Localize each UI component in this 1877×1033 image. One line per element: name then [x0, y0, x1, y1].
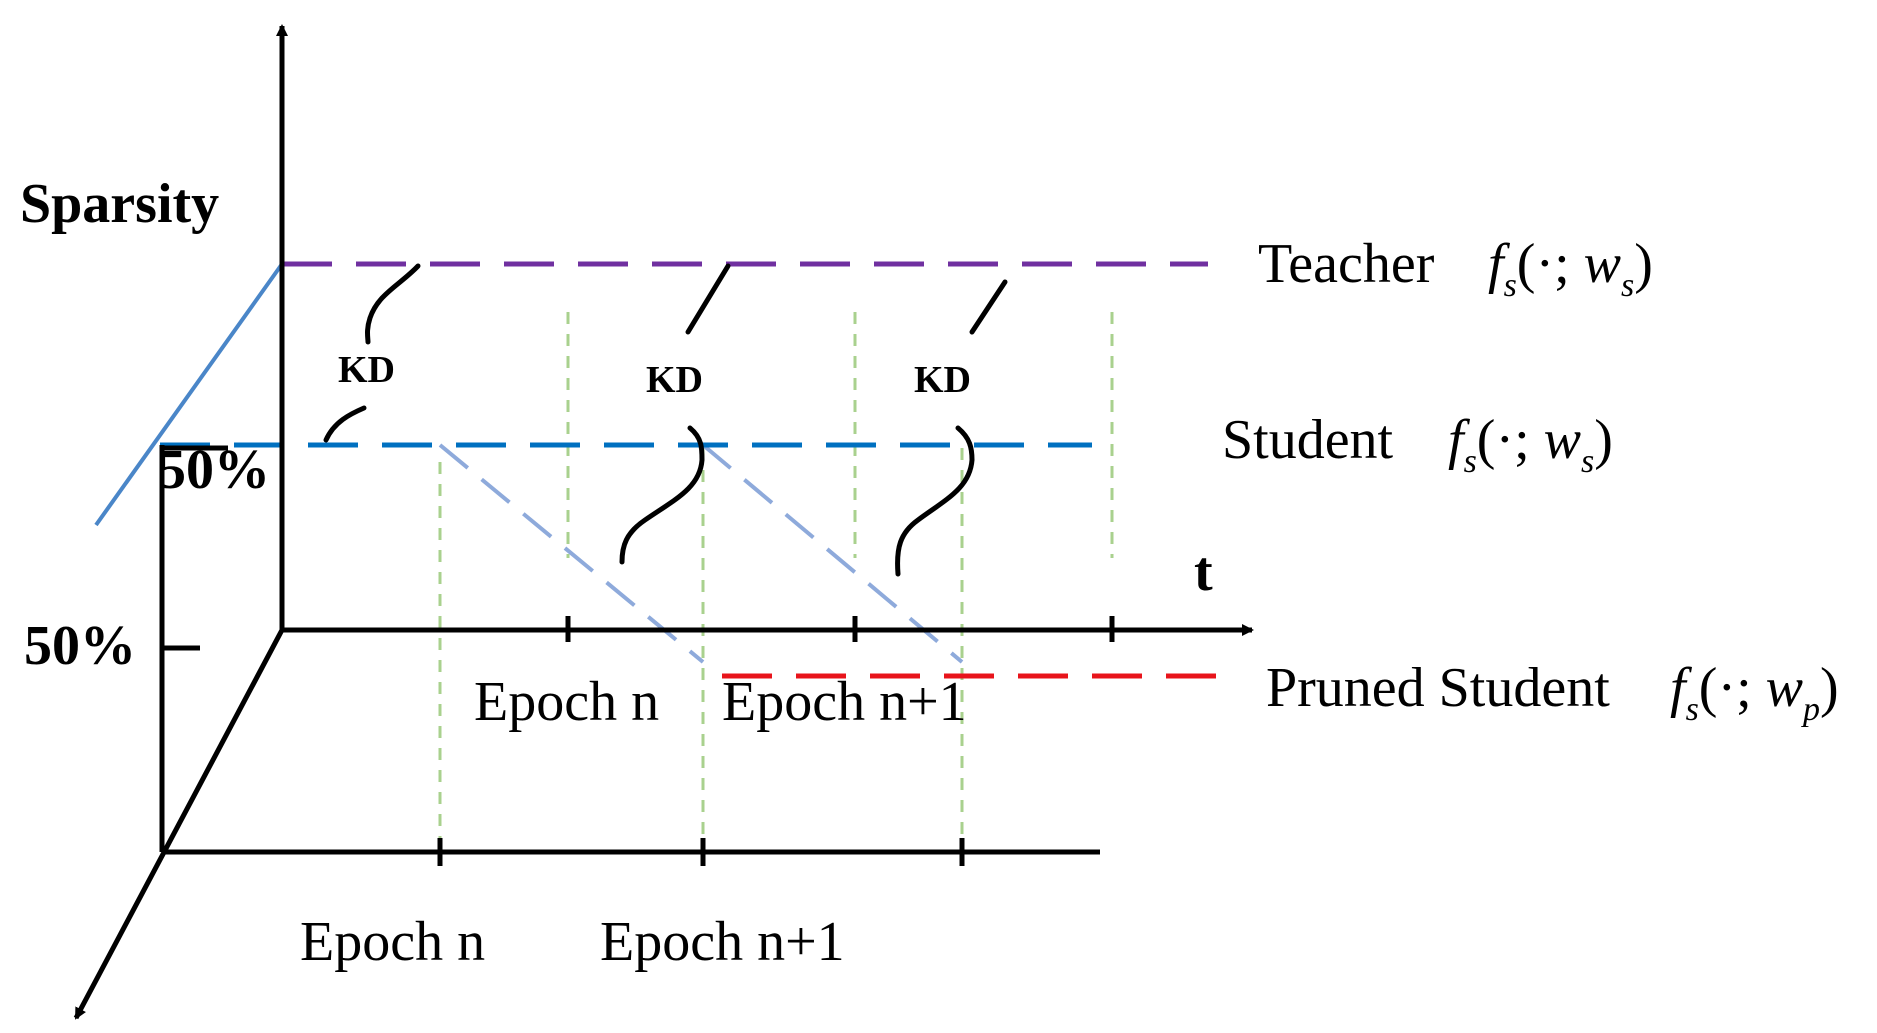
pruning-diagonal-1: [438, 443, 705, 664]
depth-axis: [73, 628, 285, 1020]
legend-pruned-student: Pruned Student fs(·; wp): [1266, 657, 1839, 728]
kd-label-1: KD: [338, 349, 395, 391]
sparsity-axis-label: Sparsity: [20, 173, 219, 235]
pruning-diagonals: [438, 443, 964, 664]
sparsity-depth-line: [94, 262, 284, 527]
legend-student-formula: fs(·; ws): [1448, 409, 1613, 480]
epoch-label-lower-n1: Epoch n+1: [600, 911, 845, 973]
epoch-label-upper-n: Epoch n: [474, 671, 659, 733]
epoch-label-lower-n: Epoch n: [300, 911, 485, 973]
kd-label-2: KD: [646, 359, 703, 401]
kd-connector-3-top: [969, 279, 1008, 335]
legend-teacher-name: Teacher: [1258, 233, 1435, 295]
kd-connector-2-top: [685, 263, 731, 335]
pruning-diagonal-2: [701, 443, 964, 664]
legend-pruned-formula: fs(·; wp): [1670, 657, 1839, 728]
kd-connector-2-bottom: [619, 425, 705, 565]
kd-connectors: [323, 263, 1008, 577]
tick-label-lower-50: 50%: [24, 615, 136, 677]
kd-label-3: KD: [914, 359, 971, 401]
kd-connector-3-bottom: [895, 425, 975, 577]
legend-teacher-formula: fs(·; ws): [1488, 233, 1653, 304]
kd-connector-1-bottom: [323, 405, 367, 443]
legend-teacher: Teacher fs(·; ws): [1258, 233, 1653, 304]
t-axis-label: t: [1194, 541, 1213, 603]
epoch-label-upper-n1: Epoch n+1: [722, 671, 967, 733]
legend-student-name: Student: [1222, 409, 1394, 471]
axes: [73, 24, 1254, 1020]
kd-connector-1-top: [365, 263, 421, 345]
legend-student: Student fs(·; ws): [1222, 409, 1613, 480]
tick-label-upper-50: 50%: [158, 439, 270, 501]
epoch-guide-lines: [438, 312, 1114, 848]
legend-pruned-name: Pruned Student: [1266, 657, 1610, 719]
